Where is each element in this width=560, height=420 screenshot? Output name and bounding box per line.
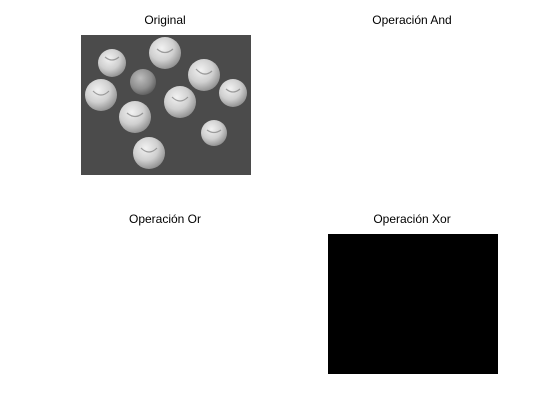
coin — [164, 86, 196, 118]
subplot-title-original: Original — [144, 13, 186, 27]
coin — [219, 79, 247, 107]
coin — [133, 137, 165, 169]
or-result-image — [81, 234, 251, 374]
coin-relief — [92, 48, 241, 153]
subplot-title-or: Operación Or — [128, 212, 202, 226]
xor-result-image — [328, 234, 498, 374]
coins-photo — [81, 35, 251, 175]
coin — [98, 49, 126, 77]
subplot-title-xor: Operación Xor — [373, 212, 451, 226]
coin — [188, 59, 220, 91]
coin — [130, 69, 156, 95]
subplot-title-and: Operación And — [372, 13, 452, 27]
coins-image — [81, 35, 251, 175]
and-result-image — [328, 35, 498, 175]
